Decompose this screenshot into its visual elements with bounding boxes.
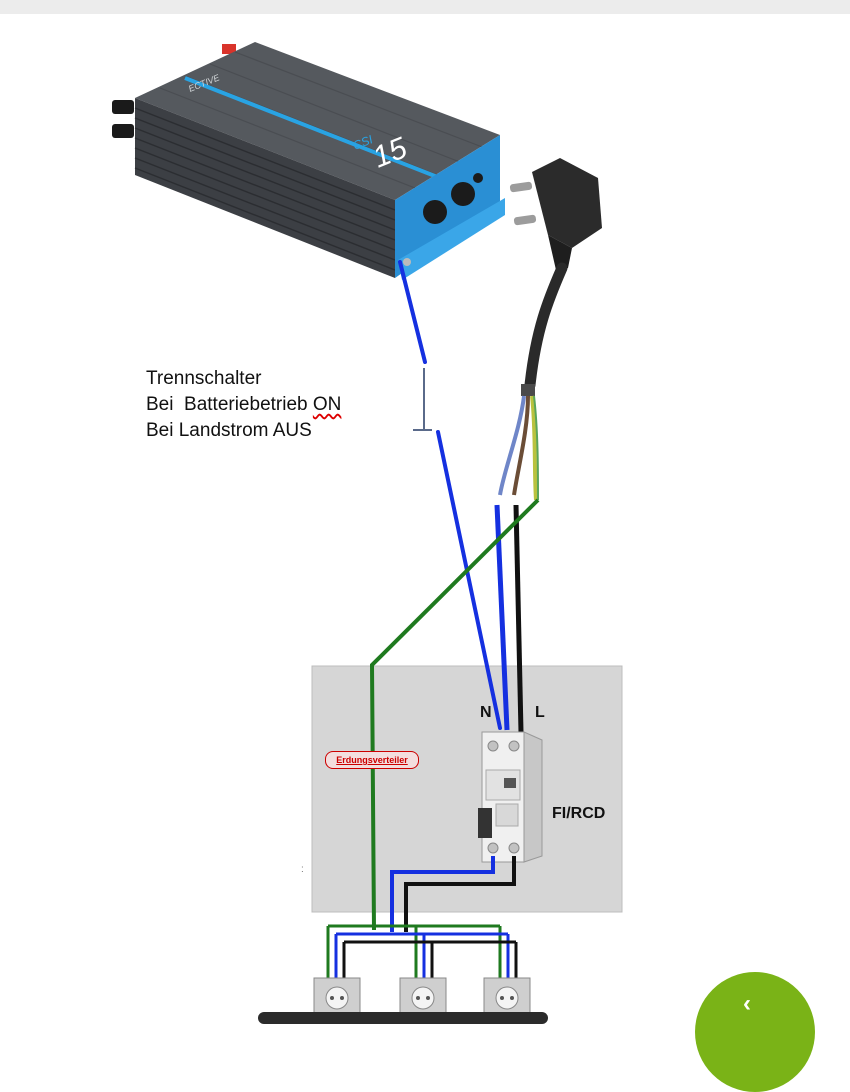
caption-line-2-word: ON [312, 394, 342, 415]
shore-power-plug [498, 158, 602, 501]
chevron-left-icon: ‹ [743, 990, 751, 1017]
inverter [112, 42, 505, 280]
caption-line-3: Bei Landstrom AUS [146, 420, 312, 441]
rcd-label: FI/RCD [552, 805, 606, 822]
earth-wire [369, 498, 540, 931]
shore-live-wire [513, 504, 524, 733]
floating-action-button[interactable]: ‹ [695, 972, 815, 1092]
socket-base-strip [258, 1012, 548, 1024]
neutral-label: N [480, 704, 492, 721]
disconnect-switch-symbol [413, 368, 432, 431]
erdungsverteiler-badge: Erdungsverteiler [325, 751, 419, 769]
socket-outlet-1 [313, 977, 361, 1019]
top-status-bar [0, 0, 850, 14]
inverter-neutral-wire [398, 260, 502, 730]
wiring-diagram: ECTIVE CSI 15 [112, 42, 623, 1024]
socket-live-bus [342, 940, 518, 980]
live-label: L [535, 704, 545, 721]
rcd-live-out [404, 856, 516, 932]
rcd-breaker [478, 731, 543, 863]
shore-neutral-wire [494, 504, 510, 731]
socket-outlet-2 [399, 977, 447, 1019]
distribution-panel [311, 665, 623, 913]
caption-line-2: Bei Batteriebetrieb ON [146, 392, 341, 418]
rcd-neutral-out [390, 856, 495, 932]
socket-outlet-3 [483, 977, 531, 1019]
caption-line-1: Trennschalter [146, 368, 262, 389]
svg-text::: : [301, 864, 304, 875]
disconnect-switch-caption: Trennschalter Bei Batteriebetrieb ON Bei… [146, 366, 341, 444]
caption-line-2-prefix: Bei Batteriebetrieb [146, 394, 313, 415]
